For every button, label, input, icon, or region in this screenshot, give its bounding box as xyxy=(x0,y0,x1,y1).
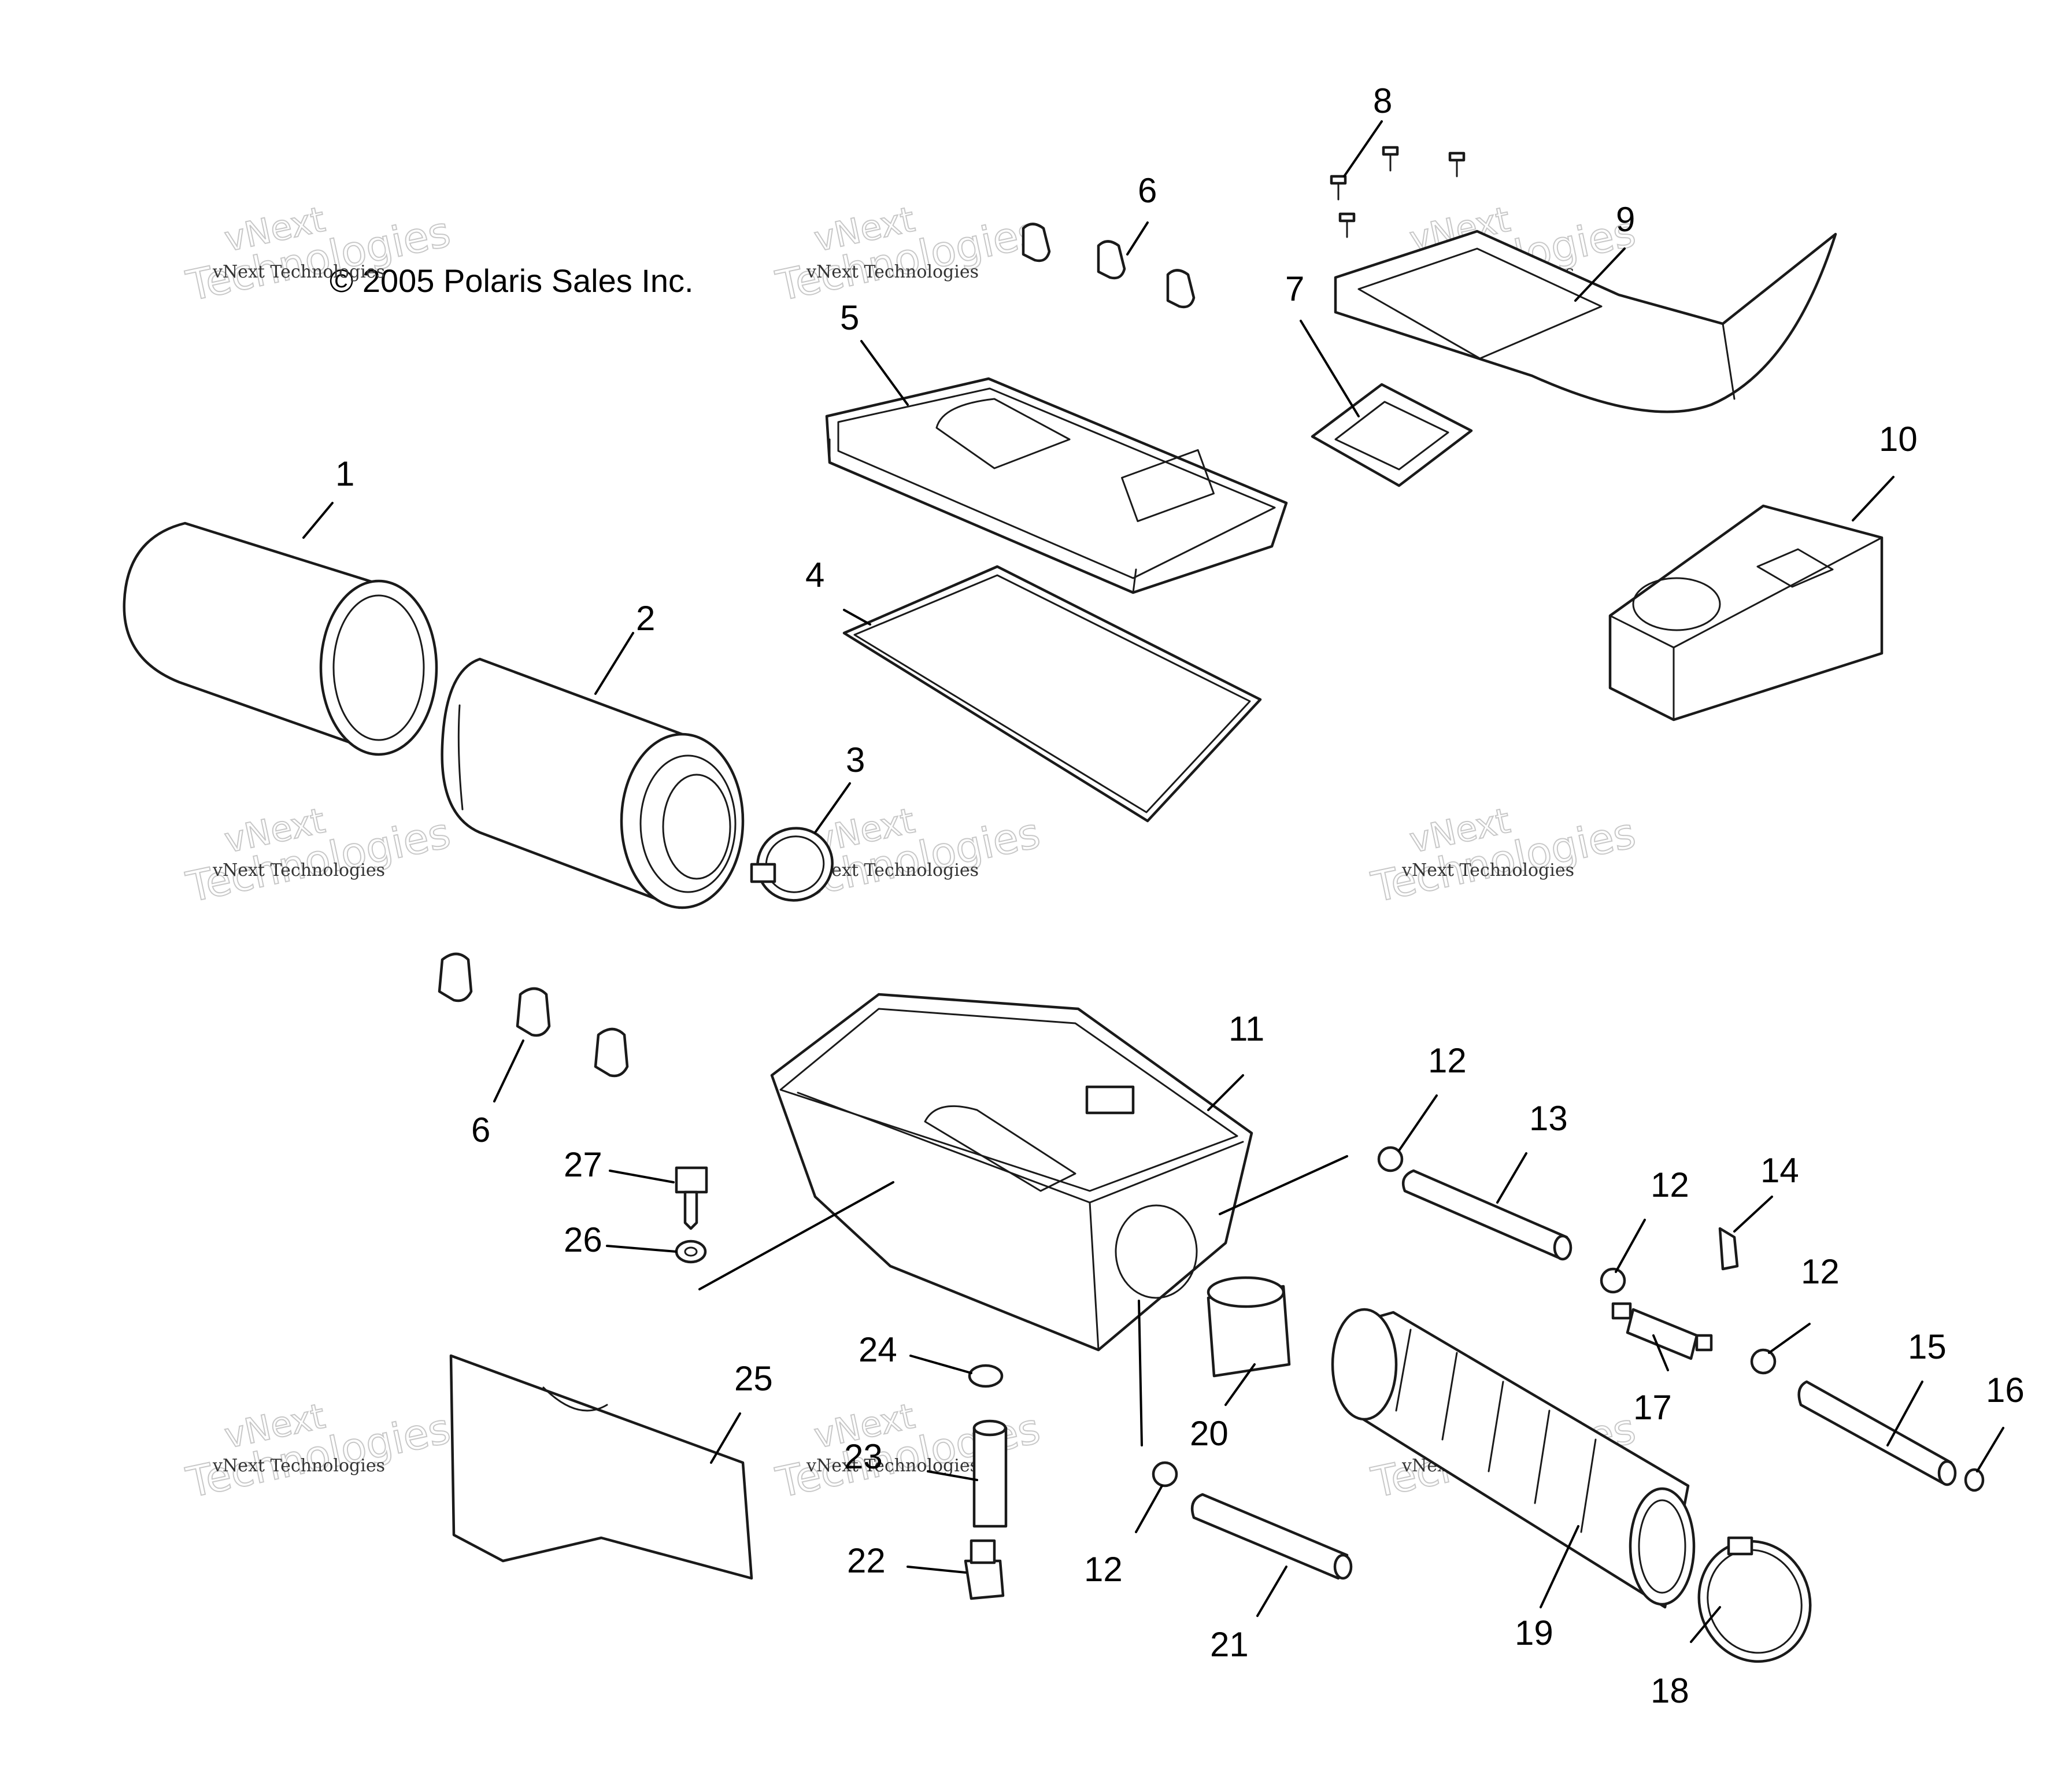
part-11-airbox-body xyxy=(770,993,1253,1352)
callout-19: 19 xyxy=(1515,1614,1553,1652)
part-18-hose-clamp xyxy=(1697,1536,1812,1663)
part-1-prefilter xyxy=(123,521,438,756)
callout-27: 27 xyxy=(564,1145,602,1184)
part-27-bolt xyxy=(675,1166,708,1230)
part-13-tube xyxy=(1401,1169,1572,1261)
part-3-hose-clamp xyxy=(750,827,834,902)
part-7-plate xyxy=(1311,383,1473,487)
svg-text:vNext Technologies: vNext Technologies xyxy=(212,262,385,282)
part-16-spring-clip xyxy=(1964,1468,1985,1492)
leader-lines xyxy=(302,120,2004,1643)
svg-text:vNext Technologies: vNext Technologies xyxy=(212,1456,385,1476)
callout-9: 9 xyxy=(1616,200,1635,239)
callout-7: 7 xyxy=(1285,269,1304,308)
callout-26: 26 xyxy=(564,1220,602,1259)
callout-5: 5 xyxy=(840,298,859,337)
part-4-gasket xyxy=(842,565,1262,823)
watermarks: vNext Technologies vNext Technologies vN… xyxy=(182,199,1640,1508)
callout-13: 13 xyxy=(1529,1099,1568,1138)
svg-text:vNext Technologies: vNext Technologies xyxy=(212,860,385,880)
svg-text:vNext Technologies: vNext Technologies xyxy=(806,262,979,282)
part-8-screws xyxy=(1330,146,1466,238)
callouts: 1 2 3 4 5 6 6 7 8 9 10 11 12 12 12 12 13… xyxy=(335,82,2025,1710)
part-26-washer xyxy=(675,1240,707,1264)
part-5-airbox-lid xyxy=(825,377,1288,594)
callout-18: 18 xyxy=(1651,1671,1689,1710)
part-10-cover-box xyxy=(1608,504,1884,722)
callout-25: 25 xyxy=(734,1359,773,1398)
part-23-drain-tube xyxy=(972,1419,1008,1528)
callout-24: 24 xyxy=(859,1330,897,1369)
callout-6-left: 6 xyxy=(471,1111,490,1149)
part-21-tube xyxy=(1190,1493,1353,1580)
callout-4: 4 xyxy=(805,556,824,594)
callout-12-d: 12 xyxy=(1084,1550,1123,1589)
part-2-air-filter xyxy=(441,657,745,909)
callout-12-a: 12 xyxy=(1428,1041,1467,1080)
part-6-clips-left xyxy=(438,952,629,1078)
callout-11: 11 xyxy=(1229,1009,1264,1048)
callout-3: 3 xyxy=(846,741,865,779)
callout-14: 14 xyxy=(1760,1151,1799,1190)
callout-1: 1 xyxy=(335,454,354,493)
callout-17: 17 xyxy=(1633,1388,1672,1427)
callout-20: 20 xyxy=(1190,1414,1229,1453)
part-12-clamps xyxy=(1152,1146,1777,1488)
part-24-clamp xyxy=(968,1364,1004,1388)
part-15-tube xyxy=(1797,1380,1957,1486)
callout-12-c: 12 xyxy=(1801,1252,1840,1291)
callout-8: 8 xyxy=(1373,82,1392,120)
part-9-intake-duct xyxy=(1334,230,1837,413)
callout-22: 22 xyxy=(847,1541,886,1580)
copyright-text: © 2005 Polaris Sales Inc. xyxy=(330,262,694,299)
part-22-drain-valve xyxy=(964,1539,1005,1600)
callout-16: 16 xyxy=(1986,1371,2025,1409)
part-25-panel xyxy=(449,1354,753,1580)
callout-6-top: 6 xyxy=(1138,171,1157,210)
part-20-coupler xyxy=(1207,1276,1291,1378)
svg-text:vNext Technologies: vNext Technologies xyxy=(1401,860,1574,880)
svg-text:vNext Technologies: vNext Technologies xyxy=(806,1456,979,1476)
part-17-check-valve xyxy=(1611,1302,1713,1360)
callout-23: 23 xyxy=(844,1437,883,1476)
callout-12-b: 12 xyxy=(1651,1166,1689,1204)
callout-10: 10 xyxy=(1879,420,1918,458)
svg-text:vNext Technologies: vNext Technologies xyxy=(806,860,979,880)
part-6-clips-top xyxy=(1022,223,1196,309)
callout-2: 2 xyxy=(636,599,655,638)
callout-15: 15 xyxy=(1908,1327,1947,1366)
part-14-clip xyxy=(1718,1227,1739,1271)
callout-21: 21 xyxy=(1210,1625,1249,1664)
part-19-intake-boot xyxy=(1331,1308,1696,1609)
assembly-lines xyxy=(698,1155,1348,1446)
